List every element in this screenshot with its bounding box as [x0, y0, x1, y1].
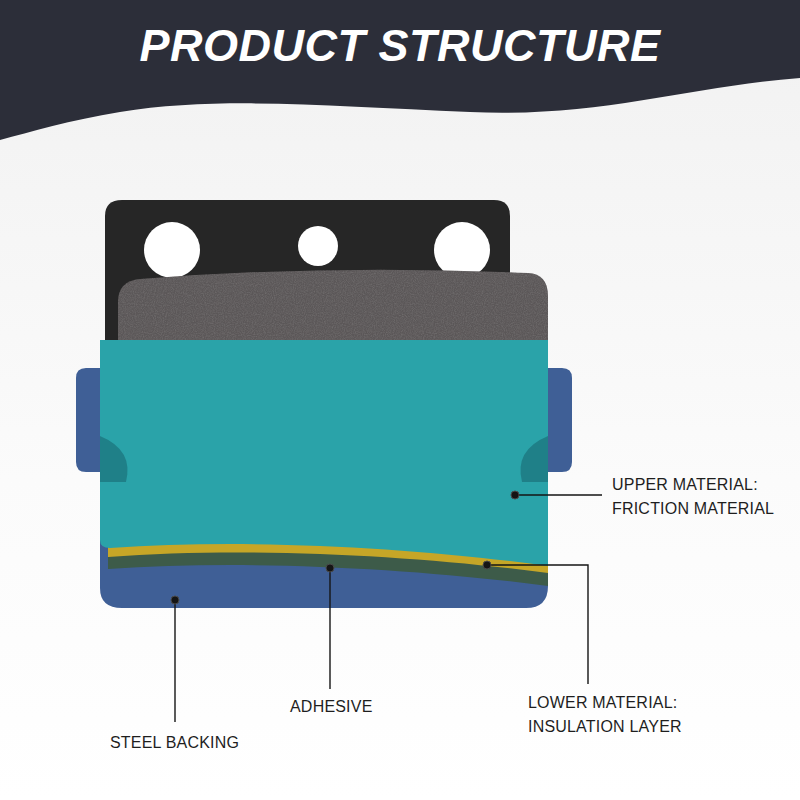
tab-notch	[100, 436, 128, 482]
friction-surface	[118, 270, 548, 345]
title-banner	[0, 0, 800, 140]
leader-dot	[171, 596, 179, 604]
leader-line	[329, 568, 330, 689]
leader-dot	[511, 491, 519, 499]
callout-label: LOWER MATERIAL: INSULATION LAYER	[528, 691, 740, 739]
friction-texture	[118, 270, 548, 345]
friction-material	[100, 340, 548, 566]
leader-line	[515, 494, 602, 495]
leader-line	[487, 565, 588, 684]
steel-backing	[76, 340, 572, 608]
mount-hole	[144, 222, 200, 278]
leader-line	[174, 600, 175, 722]
diagram-title: PRODUCT STRUCTURE	[0, 16, 800, 76]
callout-label: UPPER MATERIAL: FRICTION MATERIAL	[612, 473, 794, 521]
leader-dot	[326, 564, 334, 572]
mount-hole	[434, 222, 490, 278]
tab-notch	[520, 436, 548, 482]
callout-label: ADHESIVE	[290, 695, 410, 719]
mount-hole	[298, 226, 338, 266]
callout-label: STEEL BACKING	[110, 731, 310, 755]
leader-dot	[483, 561, 491, 569]
